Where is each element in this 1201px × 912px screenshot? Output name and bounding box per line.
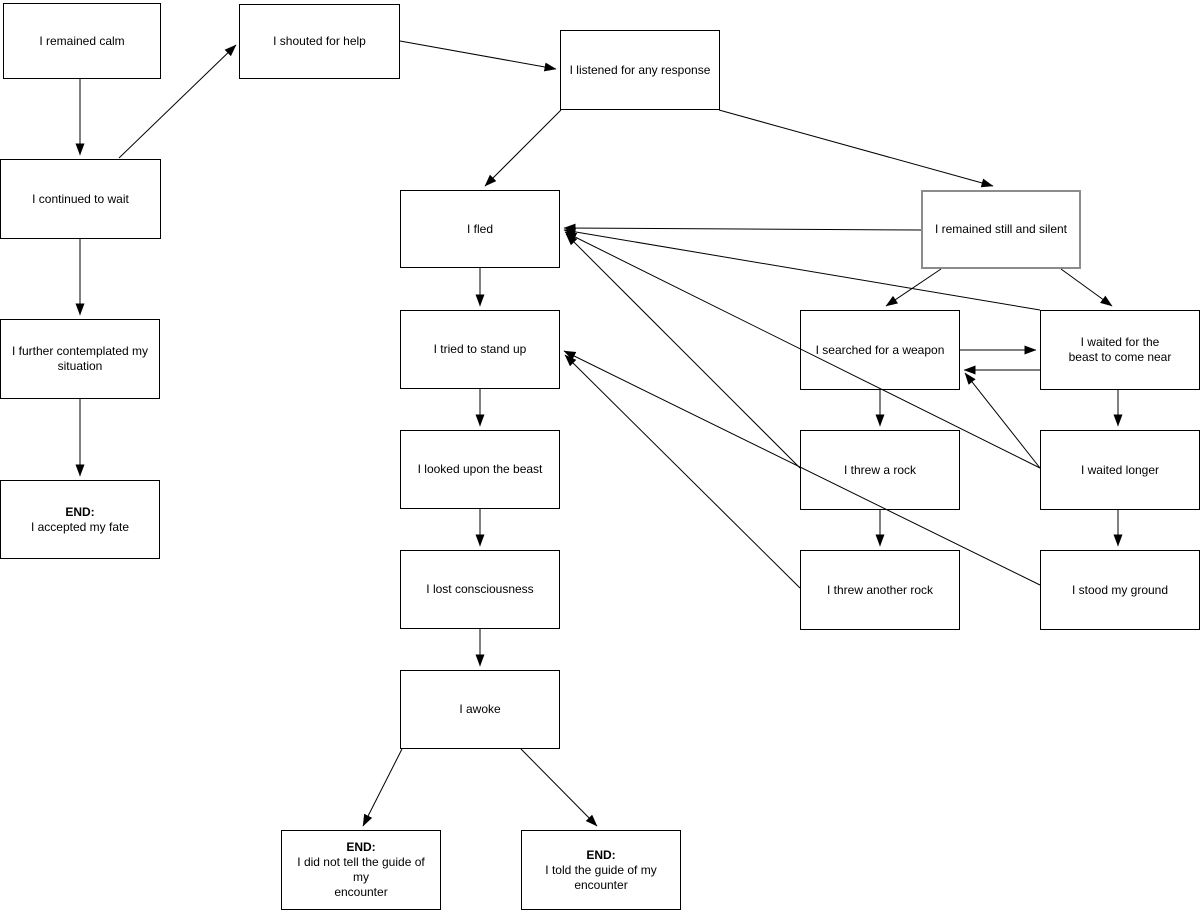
end-label: END: xyxy=(65,504,95,519)
node-label-line: I searched for a weapon xyxy=(815,342,945,357)
node-label-line: I accepted my fate xyxy=(30,519,130,534)
node-label-line: I threw another rock xyxy=(826,582,934,597)
node-label-line: I looked upon the beast xyxy=(417,462,543,476)
node-label-line: I shouted for help xyxy=(273,34,366,48)
end-label: END: xyxy=(586,847,616,862)
node-label-line: encounter xyxy=(334,885,388,899)
node-label: I stood my ground xyxy=(1072,583,1168,598)
flow-node-shouted-help[interactable]: I shouted for help xyxy=(239,4,400,79)
node-label-line: situation xyxy=(57,359,103,373)
flow-node-fled[interactable]: I fled xyxy=(400,190,560,268)
node-label-line: I waited for the xyxy=(1080,335,1160,349)
node-label-line: I fled xyxy=(466,221,493,236)
node-label-line: I lost consciousness xyxy=(426,582,534,596)
node-label: I remained calm xyxy=(39,34,124,49)
flow-node-stood-ground[interactable]: I stood my ground xyxy=(1040,550,1200,630)
flow-node-listened-response[interactable]: I listened for any response xyxy=(560,30,720,110)
flow-node-remained-still[interactable]: I remained still and silent xyxy=(921,190,1081,269)
node-label: I looked upon the beast xyxy=(418,462,543,477)
flow-node-continued-wait[interactable]: I continued to wait xyxy=(0,159,161,239)
node-label-line: I stood my ground xyxy=(1071,582,1169,597)
node-label: I listened for any response xyxy=(570,63,711,78)
flow-node-awoke[interactable]: I awoke xyxy=(400,670,560,749)
node-label-line: I continued to wait xyxy=(32,191,129,206)
node-label-line: I awoke xyxy=(459,702,501,716)
flow-node-waited-longer[interactable]: I waited longer xyxy=(1040,430,1200,510)
flow-node-remained-calm[interactable]: I remained calm xyxy=(3,3,161,79)
node-label-line: I listened for any response xyxy=(569,62,711,77)
node-label: I tried to stand up xyxy=(434,342,527,357)
flow-node-end-accepted[interactable]: END:I accepted my fate xyxy=(0,480,160,559)
node-label-line: I remained still and silent xyxy=(934,222,1068,236)
node-label-line: I did not tell the guide of my xyxy=(297,855,425,884)
node-label: I threw another rock xyxy=(827,583,933,598)
flow-node-searched-weapon[interactable]: I searched for a weapon xyxy=(800,310,960,390)
node-label: I searched for a weapon xyxy=(816,343,945,358)
node-label: I lost consciousness xyxy=(426,582,533,597)
node-label: I threw a rock xyxy=(844,463,916,478)
node-label-line: I told the guide of my xyxy=(545,862,657,877)
flow-node-threw-another[interactable]: I threw another rock xyxy=(800,550,960,630)
node-label: I waited longer xyxy=(1081,463,1159,478)
flow-node-tried-stand[interactable]: I tried to stand up xyxy=(400,310,560,389)
node-label-line: I threw a rock xyxy=(843,462,917,477)
end-label: END: xyxy=(346,840,376,854)
flow-node-threw-rock[interactable]: I threw a rock xyxy=(800,430,960,510)
node-label-line: encounter xyxy=(574,877,628,892)
node-label-line: I remained calm xyxy=(39,33,125,48)
node-label-line: I tried to stand up xyxy=(433,342,527,356)
node-label-line: I further contemplated my xyxy=(11,344,149,358)
node-label: I remained still and silent xyxy=(935,222,1067,237)
node-label: I continued to wait xyxy=(32,192,129,207)
node-label: END:I accepted my fate xyxy=(31,505,129,535)
node-label: I awoke xyxy=(459,702,500,717)
flow-node-lost-consciousness[interactable]: I lost consciousness xyxy=(400,550,560,629)
flow-node-looked-beast[interactable]: I looked upon the beast xyxy=(400,430,560,509)
node-label-line: beast to come near xyxy=(1068,350,1172,364)
node-label-line: I waited longer xyxy=(1080,462,1160,477)
node-label: I fled xyxy=(467,222,493,237)
node-label: I shouted for help xyxy=(273,34,366,49)
